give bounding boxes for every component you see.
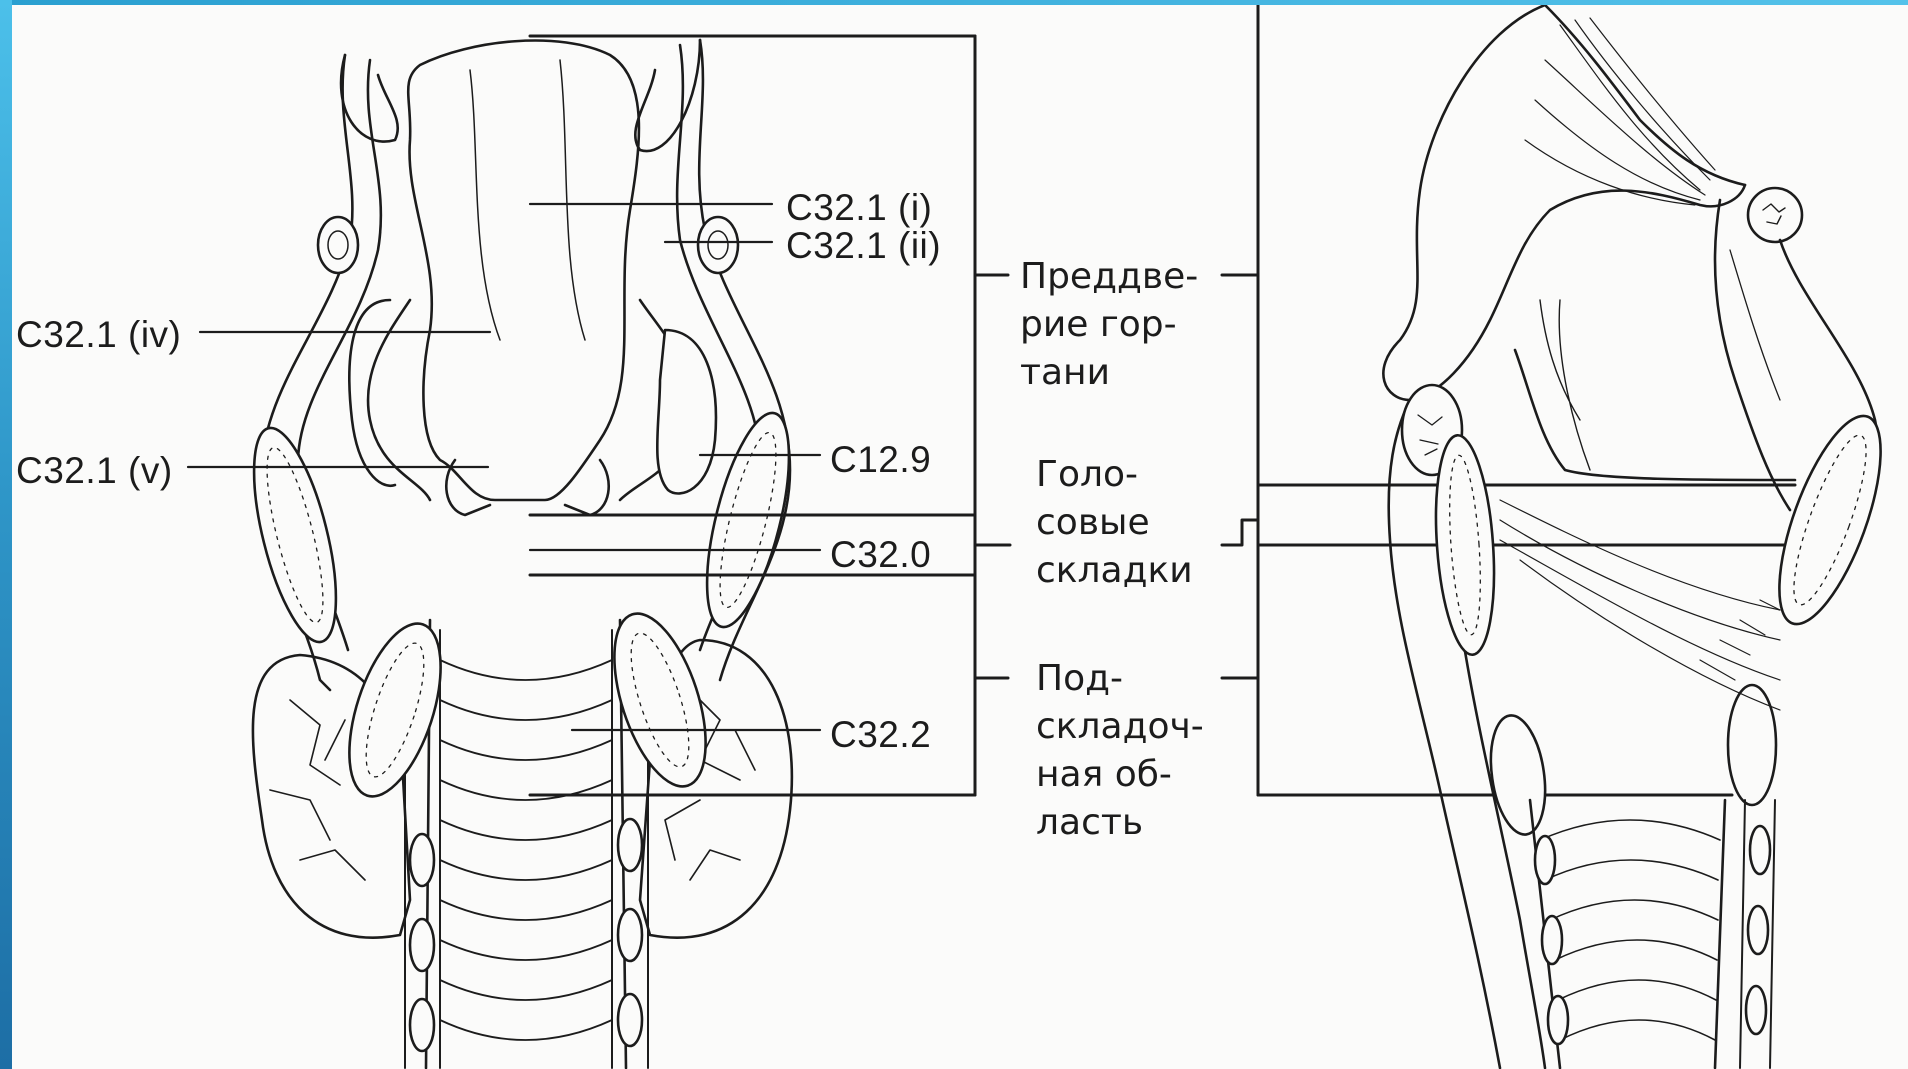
sagittal-arytenoid — [1759, 404, 1902, 635]
region-supraglottis-line-2: рие гор- — [1020, 301, 1198, 349]
aryepiglottic-fold-left — [368, 300, 430, 500]
region-subglottis-line-2: складоч- — [1036, 703, 1204, 751]
pyriform-sinus-right — [657, 330, 716, 493]
region-label-glottis: Голо- совые складки — [1036, 451, 1193, 595]
slide-canvas: C32.1 (i) C32.1 (ii) C32.1 (iv) C32.1 (v… — [12, 5, 1908, 1069]
region-label-subglottis: Под- складоч- ная об- ласть — [1036, 655, 1204, 847]
region-label-supraglottis: Преддве- рие гор- тани — [1020, 253, 1198, 397]
region-subglottis-line-1: Под- — [1036, 655, 1204, 703]
coronal-larynx-drawing — [237, 40, 805, 1068]
epiglottis — [408, 41, 639, 500]
label-c32-1-iv: C32.1 (iv) — [16, 315, 181, 355]
region-supraglottis-line-3: тани — [1020, 349, 1198, 397]
cuneiform-right — [698, 217, 738, 273]
sagittal-larynx-drawing — [1383, 5, 1901, 1068]
sagittal-epiglottis — [1383, 5, 1745, 400]
label-c32-1-ii: C32.1 (ii) — [786, 226, 941, 266]
label-c32-2: C32.2 — [830, 715, 931, 755]
region-supraglottis-line-1: Преддве- — [1020, 253, 1198, 301]
region-subglottis-line-3: ная об- — [1036, 751, 1204, 799]
slide-frame-left-bar — [0, 0, 12, 1069]
region-glottis-line-2: совые — [1036, 499, 1193, 547]
label-c32-1-i: C32.1 (i) — [786, 188, 932, 228]
cuneiform-left — [318, 217, 358, 273]
label-c32-0: C32.0 — [830, 535, 931, 575]
sagittal-hyoid — [1748, 188, 1802, 242]
arytenoid-left — [237, 421, 352, 650]
region-glottis-line-3: складки — [1036, 547, 1193, 595]
label-c32-1-v: C32.1 (v) — [16, 451, 173, 491]
sagittal-ventricle — [1515, 350, 1795, 480]
larynx-illustration — [12, 5, 1908, 1069]
hyoid-right — [635, 40, 700, 151]
region-subglottis-line-4: ласть — [1036, 799, 1204, 847]
sagittal-cricoid-anterior — [1429, 433, 1500, 656]
sagittal-cricoid-posterior — [1728, 685, 1776, 805]
label-c12-9: C12.9 — [830, 440, 931, 480]
region-glottis-line-1: Голо- — [1036, 451, 1193, 499]
